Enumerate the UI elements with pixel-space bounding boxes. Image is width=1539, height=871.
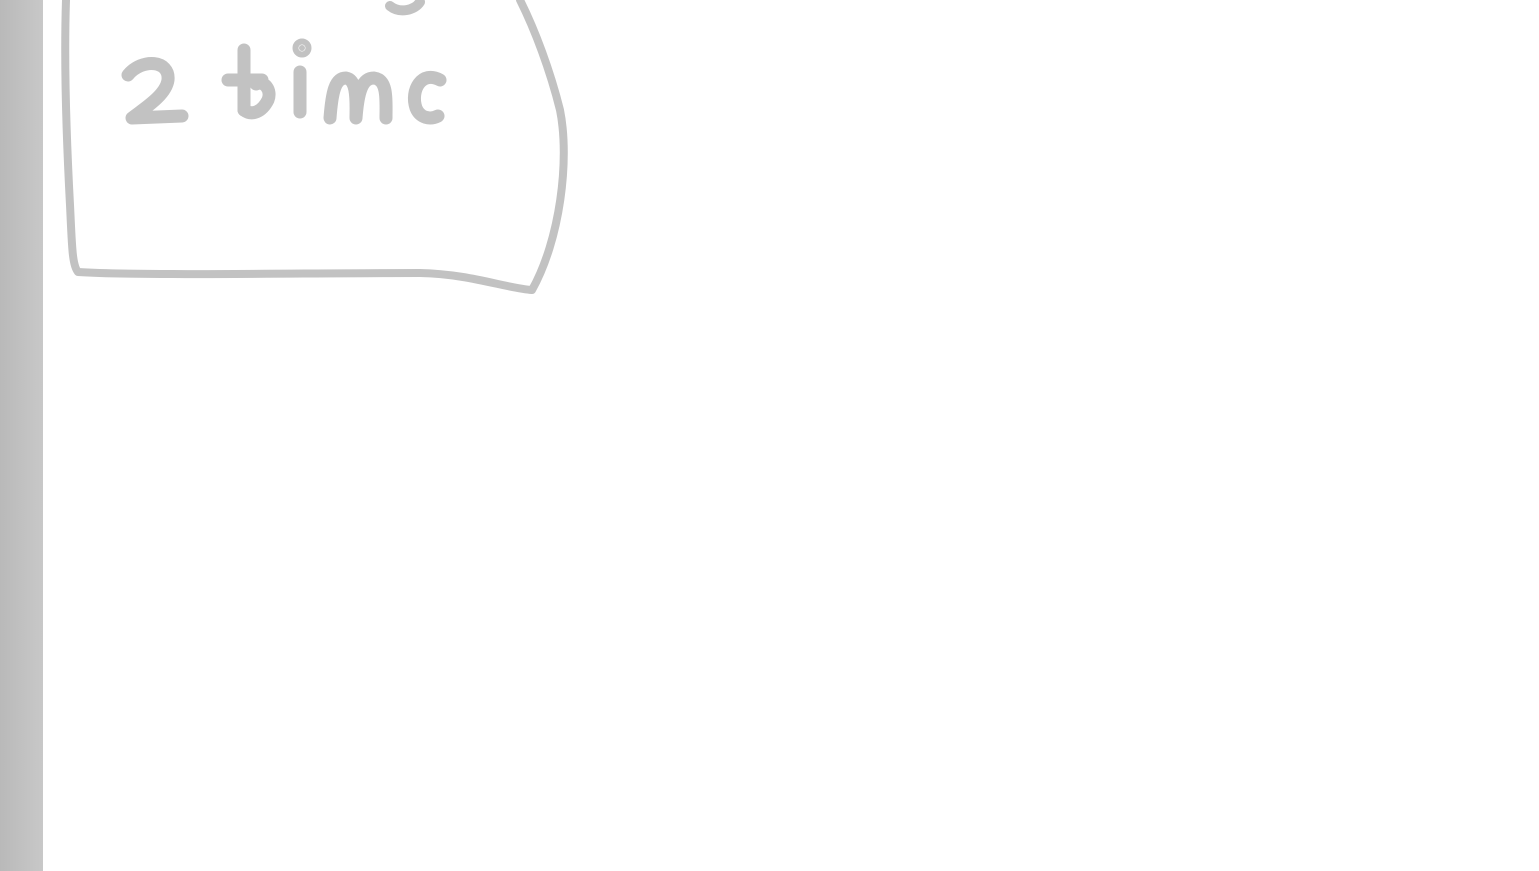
canvas-svg[interactable]: [43, 0, 1539, 871]
gray-note-frame: [61, 0, 568, 294]
gray-note-stroke: [385, 0, 425, 16]
handwritten-2-time: [121, 38, 447, 125]
drawing-canvas[interactable]: 2 time: [43, 0, 1539, 871]
gray-note-sketch: [61, 0, 568, 294]
left-sidebar-strip[interactable]: [0, 0, 43, 871]
